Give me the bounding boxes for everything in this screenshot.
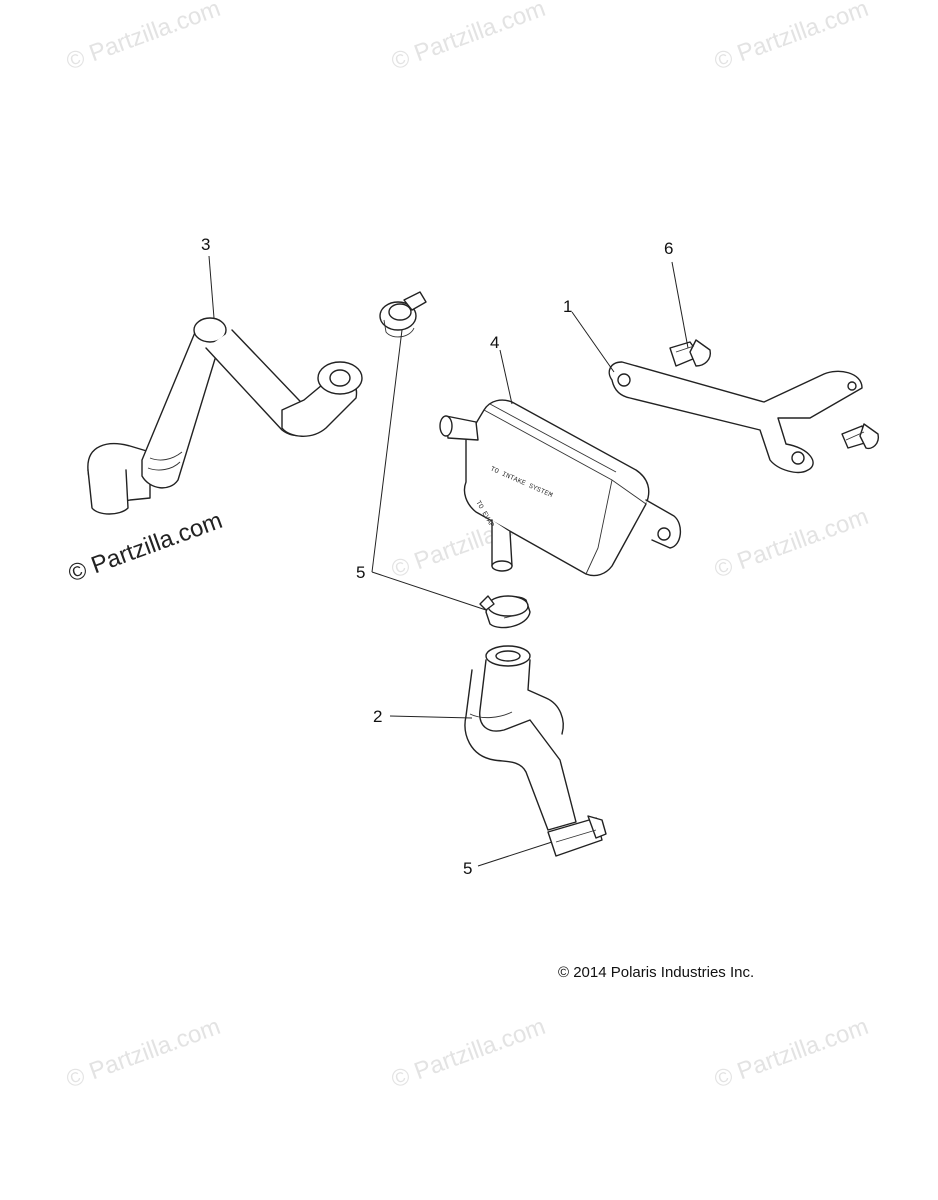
callout-5-upper: 5 (356, 563, 365, 582)
callout-4: 4 (490, 333, 499, 352)
callout-2: 2 (373, 707, 382, 726)
watermark: © Partzilla.com (388, 0, 549, 76)
watermark: © Partzilla.com (711, 1013, 872, 1094)
part-5-clamp-lower (547, 815, 607, 857)
watermark: © Partzilla.com (711, 0, 872, 76)
part-5-clamp-upper (379, 291, 427, 338)
part-6-rivet-upper (669, 339, 711, 367)
callout-3: 3 (201, 235, 210, 254)
copyright-notice: © 2014 Polaris Industries Inc. (558, 964, 755, 981)
part-3-hose (87, 317, 363, 515)
watermark: © Partzilla.com (711, 503, 872, 584)
callout-1: 1 (563, 297, 572, 316)
callout-6: 6 (664, 239, 673, 258)
watermark-dark: © Partzilla.com (65, 507, 226, 588)
part-2-hose (464, 645, 577, 831)
part-6-rivet-lower (841, 423, 880, 450)
part-5-clamp-middle (479, 595, 531, 629)
leader-lines (208, 255, 689, 867)
part-1-bracket (608, 361, 863, 474)
watermark: © Partzilla.com (63, 0, 224, 76)
watermark: © Partzilla.com (63, 1013, 224, 1094)
watermark: © Partzilla.com (388, 1013, 549, 1094)
callout-5-lower: 5 (463, 859, 472, 878)
